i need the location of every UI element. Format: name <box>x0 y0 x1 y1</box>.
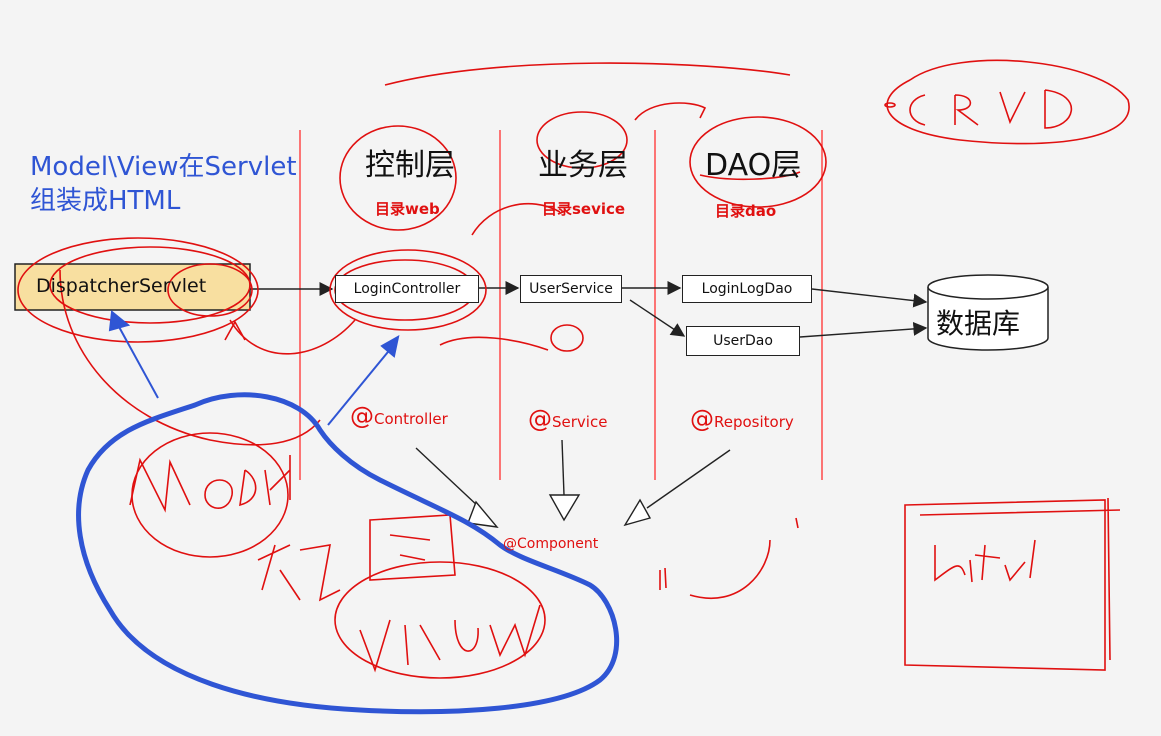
repository-annotation-name: Repository <box>714 413 794 431</box>
login-log-dao-label: LoginLogDao <box>701 281 793 297</box>
flow-arrows <box>250 281 928 338</box>
service-annotation: @Service <box>528 405 607 433</box>
layer-title-service: 业务层 <box>538 148 628 183</box>
inheritance-arrows <box>415 439 731 528</box>
controller-annotation-name: Controller <box>374 410 448 428</box>
repository-annotation: @Repository <box>690 405 794 433</box>
dispatcher-servlet-box <box>14 263 251 311</box>
user-dao-box: UserDao <box>686 326 800 356</box>
dir-label-dao: 目录dao <box>715 202 777 220</box>
note-line-1: Model\View在Servlet <box>30 152 297 182</box>
controller-annotation: @Controller <box>350 402 448 430</box>
user-service-box: UserService <box>520 275 622 303</box>
user-service-label: UserService <box>529 281 613 297</box>
layer-title-controller: 控制层 <box>365 148 455 183</box>
login-log-dao-box: LoginLogDao <box>682 275 812 303</box>
blue-pointer-arrows <box>108 310 400 426</box>
layer-title-dao: DAO层 <box>705 148 802 183</box>
service-annotation-name: Service <box>552 413 608 431</box>
login-controller-box: LoginController <box>335 275 479 303</box>
service-at: @ <box>528 405 552 433</box>
controller-at: @ <box>350 402 374 430</box>
component-annotation: @Component <box>503 536 599 552</box>
layer-dividers <box>299 130 823 480</box>
dir-label-web: 目录web <box>375 200 440 218</box>
dir-label-service: 目录sevice <box>542 200 626 218</box>
model-view-note: Model\View在Servlet 组装成HTML <box>30 150 297 218</box>
dispatcher-servlet-label: DispatcherServlet <box>36 275 207 297</box>
red-annotations <box>17 59 1130 679</box>
repository-at: @ <box>690 405 714 433</box>
note-line-2: 组装成HTML <box>30 186 181 216</box>
login-controller-label: LoginController <box>353 281 461 297</box>
database-label: 数据库 <box>936 307 1021 340</box>
blue-annotations <box>76 392 620 715</box>
database-cylinder <box>927 274 1049 351</box>
user-dao-label: UserDao <box>713 333 773 349</box>
